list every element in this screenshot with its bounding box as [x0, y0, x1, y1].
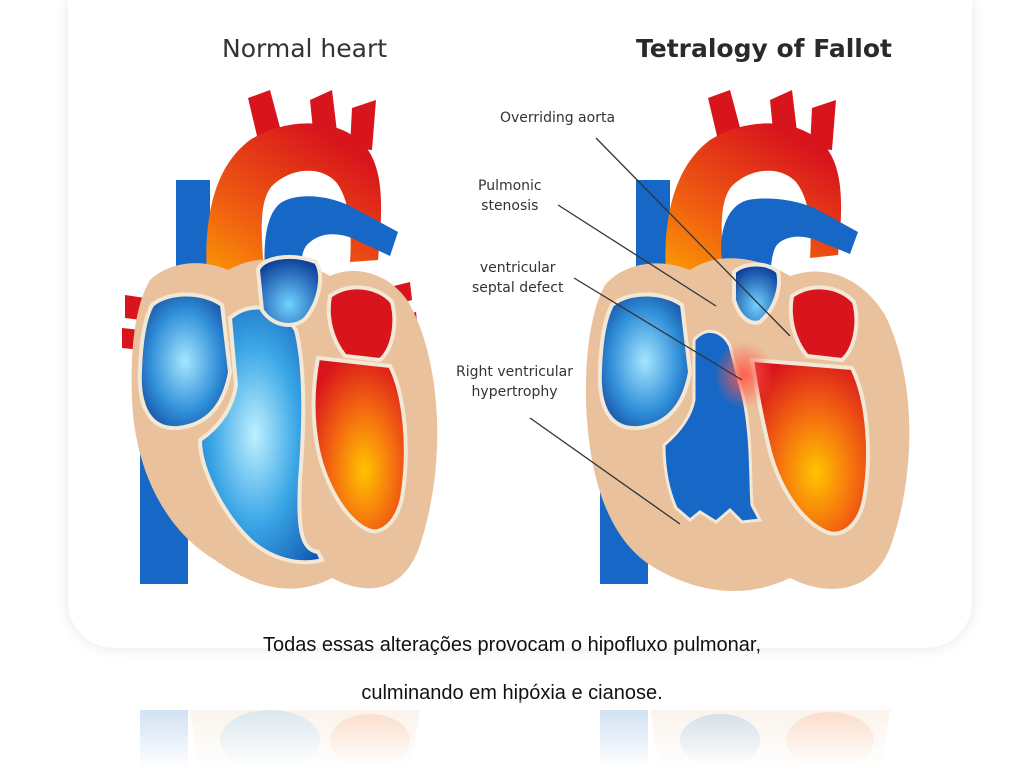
normal-pulmonary-trunk [255, 254, 323, 327]
tof-pulmonary-trunk [732, 262, 781, 325]
tof-heart [585, 90, 910, 592]
leader-pulmonic-stenosis [557, 204, 717, 307]
leader-rvh [529, 417, 681, 525]
tof-aorta-branch-3 [810, 100, 836, 150]
normal-left-atrium [326, 285, 397, 363]
label-pulmonic-stenosis: Pulmonic stenosis [478, 176, 542, 216]
aorta-branch-1 [248, 90, 282, 140]
label-rvh: Right ventricular hypertrophy [456, 362, 573, 402]
tof-left-atrium [788, 285, 859, 363]
tof-aorta [665, 123, 842, 300]
tof-right-atrium [597, 292, 693, 431]
leader-vsd [573, 277, 743, 381]
normal-heart [122, 90, 438, 589]
label-overriding-aorta: Overriding aorta [500, 108, 615, 128]
ventricular-septal-defect-glow [714, 341, 774, 409]
normal-heart-title: Normal heart [222, 34, 388, 63]
normal-right-atrium [137, 292, 233, 431]
tof-left-ventricle [749, 357, 870, 536]
label-leader-lines [529, 137, 791, 525]
reflection-art [0, 700, 1024, 768]
label-pulmonic-stenosis-line2: stenosis [481, 198, 539, 214]
tof-aorta-branch-1 [708, 90, 742, 140]
tof-title: Tetralogy of Fallot [636, 34, 892, 63]
leader-overriding-aorta [595, 137, 791, 337]
heart-diagrams [122, 90, 910, 592]
caption-line-1: Todas essas alterações provocam o hipofl… [262, 634, 762, 656]
label-pulmonic-stenosis-line1: Pulmonic [478, 178, 542, 194]
reflection-fade [0, 700, 1024, 768]
label-rvh-line1: Right ventricular [456, 364, 574, 380]
label-overriding-aorta-text: Overriding aorta [500, 110, 616, 126]
label-vsd-line2: septal defect [472, 280, 564, 296]
aorta-branch-3 [350, 100, 376, 150]
normal-left-ventricle [311, 355, 408, 534]
caption-line-2: culminando em hipóxia e cianose. [361, 682, 663, 704]
label-vsd-line1: ventricular [479, 260, 556, 276]
label-vsd: ventricular septal defect [472, 258, 563, 298]
slide-reflection [0, 700, 1024, 768]
label-rvh-line2: hypertrophy [471, 384, 558, 400]
normal-right-ventricle [197, 305, 325, 565]
